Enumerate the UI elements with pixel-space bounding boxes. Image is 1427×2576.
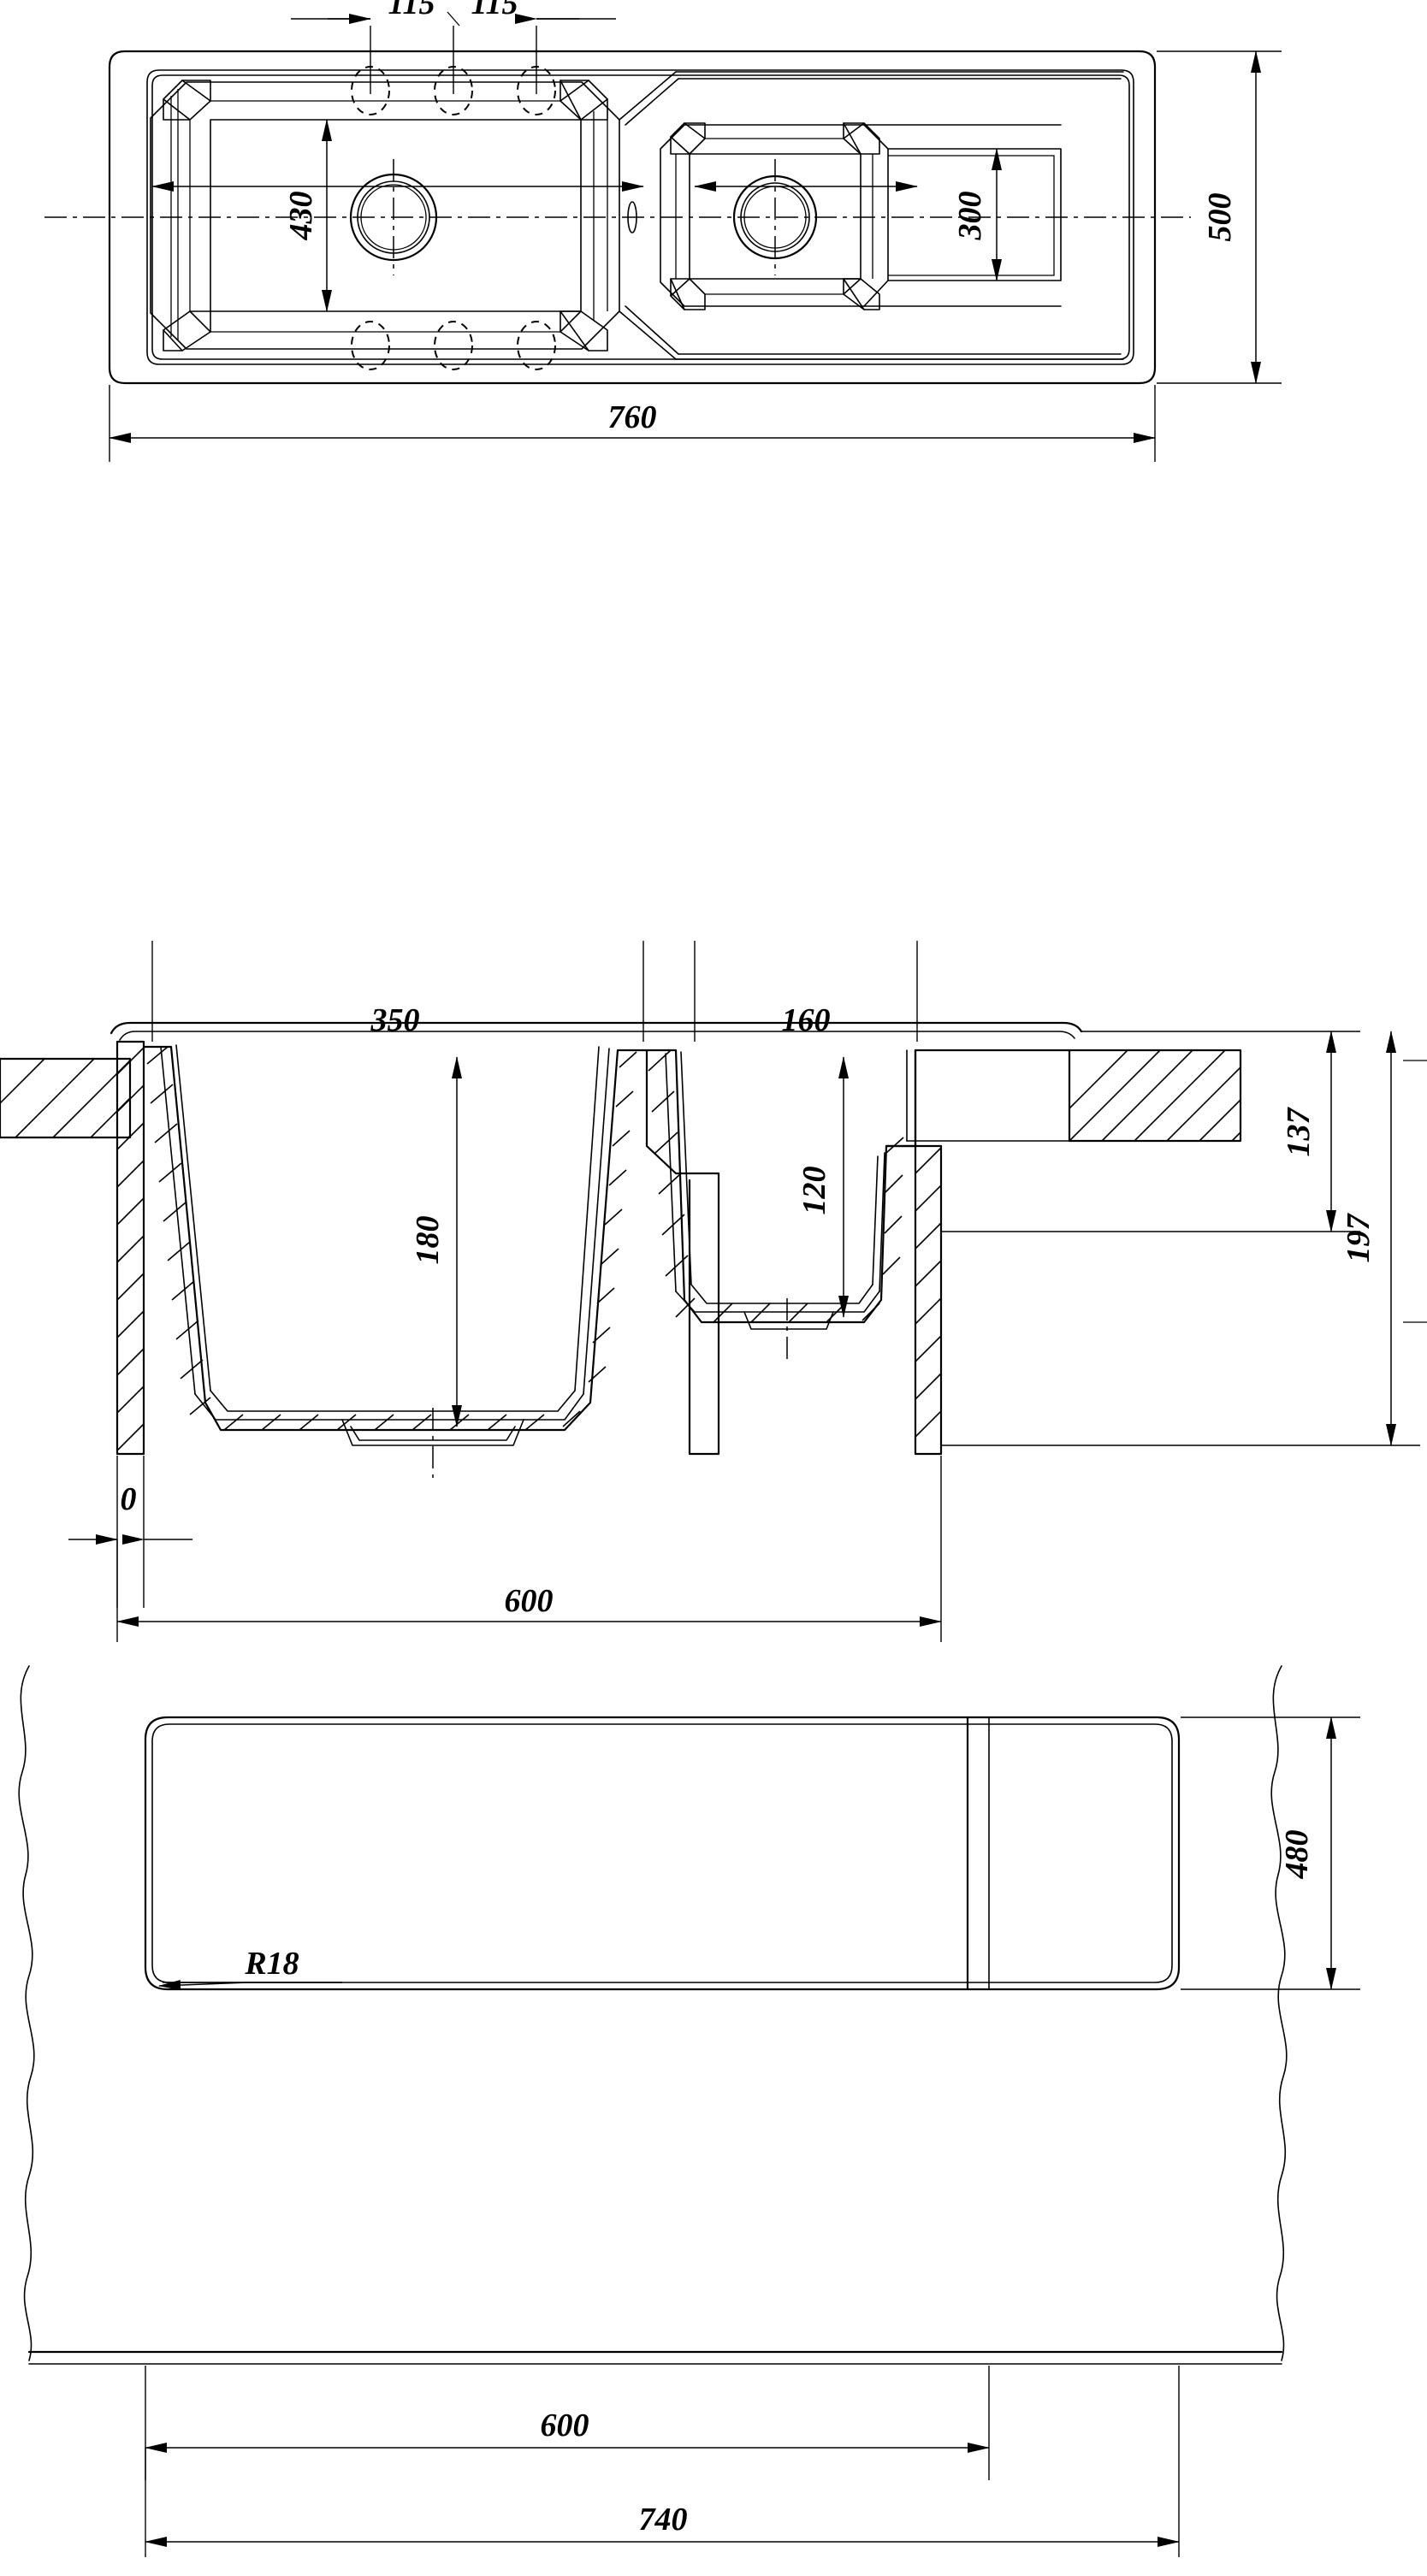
dim-label-160: 160 [782, 1002, 831, 1038]
sink-outer-body [108, 50, 1157, 385]
drainboard-area [619, 71, 1124, 360]
dim-160: 160 [694, 181, 918, 1042]
dim-label-600-section: 600 [505, 1583, 554, 1619]
dim-430: 430 [283, 119, 332, 312]
faucet-hole-bottom-3 [517, 321, 556, 370]
dim-label-115-right: 115 [471, 0, 518, 21]
sink-right-wall [914, 1144, 943, 1456]
cutout-rectangle [144, 1716, 1181, 1991]
dim-label-120: 120 [796, 1167, 832, 1215]
dim-600-cutout: 600 [145, 2366, 990, 2480]
dim-label-500: 500 [1202, 193, 1238, 242]
top-view-group: 115 115 430 300 500 [44, 0, 1282, 462]
dim-115-right: 115 [471, 0, 579, 94]
dim-label-137: 137 [1281, 1107, 1317, 1157]
dim-197: 197 [941, 1031, 1420, 1446]
dim-180: 180 [410, 1056, 462, 1427]
dim-120: 120 [796, 1056, 849, 1318]
small-bowl-section [645, 1049, 917, 1360]
break-line-left [18, 1665, 35, 2361]
dim-label-600-cutout: 600 [541, 2408, 589, 2443]
dim-350: 350 [151, 181, 644, 1042]
small-bowl-top [660, 122, 889, 310]
dim-label-0: 0 [121, 1481, 137, 1517]
main-bowl-section [142, 1044, 720, 1478]
dim-label-760: 760 [608, 399, 657, 435]
dim-label-740: 740 [639, 2502, 688, 2538]
sink-left-wall [115, 1040, 145, 1456]
dim-r18: R18 [158, 1946, 342, 1991]
dim-label-197: 197 [1341, 1213, 1377, 1263]
counter-front-edge [27, 2350, 1283, 2365]
sink-rim-section [110, 1021, 1083, 1041]
dim-label-r18: R18 [244, 1946, 299, 1982]
dim-600-section: 600 [116, 1456, 942, 1642]
cutout-view-group: R18 480 600 740 [18, 1665, 1360, 2557]
countertop-left [0, 1057, 132, 1139]
dim-740: 740 [145, 2366, 1180, 2557]
dim-label-430: 430 [283, 192, 319, 241]
drainboard-section [885, 1049, 1071, 1148]
dim-label-350: 350 [370, 1002, 420, 1038]
dim-500: 500 [1157, 50, 1282, 384]
break-line-right [1270, 1665, 1288, 2361]
faucet-hole-bottom-1 [351, 321, 390, 370]
dim-0: 0 [68, 1456, 192, 1608]
dim-760: 760 [109, 385, 1156, 462]
dim-115-left: 115 [328, 0, 454, 94]
faucet-knockout-holes-bottom [351, 321, 556, 370]
dim-480: 480 [1181, 1716, 1360, 1990]
dim-label-115-left: 115 [388, 0, 435, 21]
countertop-right [1068, 1049, 1242, 1143]
dim-label-300: 300 [952, 192, 988, 241]
dim-label-180: 180 [410, 1216, 446, 1265]
dim-137: 137 [941, 1031, 1360, 1232]
section-view-group: 350 160 180 120 137 [0, 181, 1427, 1642]
dim-300: 300 [952, 148, 1002, 281]
dim-label-480: 480 [1279, 1830, 1315, 1880]
main-bowl-top [150, 80, 620, 352]
faucet-hole-bottom-2 [434, 321, 473, 370]
